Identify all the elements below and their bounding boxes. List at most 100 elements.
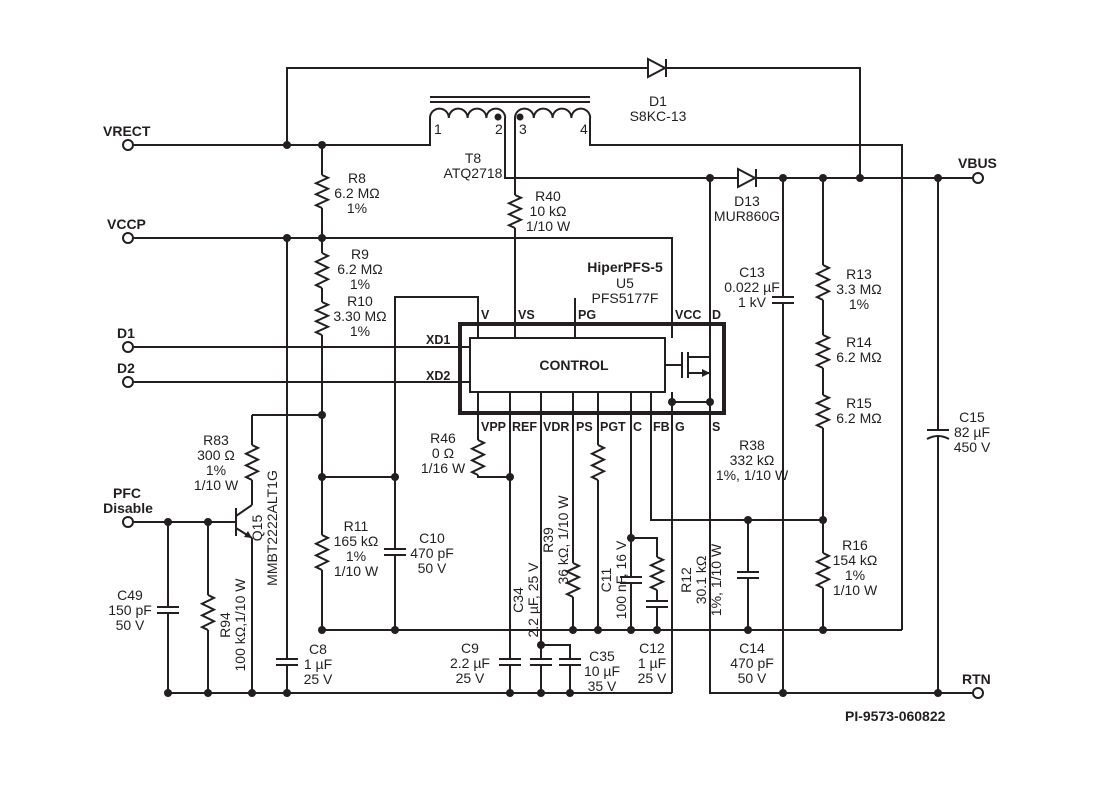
label-r46: 1/16 W [421,460,466,476]
label-line: 100 kΩ,1/10 W [232,578,248,672]
junction-dot [627,534,635,542]
wire [667,67,861,178]
label-c49: 150 pF [108,602,152,618]
resistor-r14 [814,334,832,369]
diode-d13 [737,167,758,189]
resistor-r9 [313,252,331,289]
label-line: R39 [540,527,556,553]
label-c10: 470 pF [410,545,454,561]
resistor-r15 [814,394,832,429]
resistor-r10 [313,301,331,336]
junction-dot [819,174,827,182]
resistor-r12 [648,556,666,591]
junction-dot [164,689,172,697]
capacitor-c34 [529,658,553,666]
junction-dot [391,473,399,481]
resistor-r94 [199,594,217,631]
wire [541,644,571,693]
label-c49: 50 V [116,617,145,633]
wire [631,537,658,630]
pin-s: S [712,420,720,434]
junction-dot [318,626,326,634]
pin-xd2: XD2 [426,369,450,383]
label-c8: 1 µF [304,656,332,672]
label-r14: 6.2 MΩ [836,349,881,365]
label-r38: 1%, 1/10 W [716,467,789,483]
label-r10: 3.30 MΩ [333,308,386,324]
label-c12: 1 µF [638,655,666,671]
terminal-circle[interactable] [972,172,984,184]
junction-dot [566,689,574,697]
polarity-dot [494,113,502,121]
pin-c: C [633,420,642,434]
junction-dot [819,626,827,634]
junction-dot [506,689,514,697]
label-c15: 450 V [954,439,991,455]
label-c14: C14 [739,640,765,656]
pin-vcc: VCC [675,308,701,322]
junction-dot [627,626,635,634]
label-c49: C49 [117,587,143,603]
wires [134,67,972,694]
terminal-circle[interactable] [122,376,134,388]
junction-dot [779,174,787,182]
label-r11: 1% [346,548,366,564]
terminal-circle[interactable] [122,341,134,353]
label-r83: R83 [203,432,229,448]
junction-dot [706,398,714,406]
label-r15: R15 [846,395,872,411]
label-r9: 1% [350,276,370,292]
terminal-circle[interactable] [122,232,134,244]
wire [134,237,673,324]
terminal-labels: VRECT VCCP D1 D2 PFC Disable VBUS RTN [103,123,997,687]
terminal-circle[interactable] [122,516,134,528]
resistor-r38 [589,444,607,481]
label-line: MMBT2222ALT1G [264,470,280,586]
label-c8: C8 [309,641,327,657]
capacitor-c12 [645,600,669,608]
primary-winding [429,107,507,119]
label-c15: C15 [959,409,985,425]
ic-control-block [469,337,666,393]
label-r10: R10 [347,293,373,309]
ic-package [458,322,726,415]
terminal-circle[interactable] [122,139,134,151]
label-line: R12 [678,567,694,593]
label-c15: 82 µF [954,424,990,440]
label-line: 1%, 1/10 W [708,543,724,616]
parts [122,57,984,699]
label-r16: 1% [845,567,865,583]
junction-dot [537,689,545,697]
junction-dot [283,689,291,697]
label-c9: C9 [461,640,479,656]
label-c35: 35 V [588,678,617,694]
capacitor-c9 [498,658,522,666]
capacitor-c13 [771,296,795,304]
terminal-vbus: VBUS [958,155,997,171]
junction-dot [856,174,864,182]
capacitor-c11 [619,576,643,584]
label-line: Q15 [249,515,265,542]
label-r15: 6.2 MΩ [836,410,881,426]
resistor-r83 [243,444,261,481]
label-r14: R14 [846,334,872,350]
secondary-winding [514,107,592,119]
capacitor-c14 [736,571,760,579]
label-c12: C12 [639,640,665,656]
pin-pg: PG [578,308,596,322]
wire [134,118,431,146]
transistor-q15 [235,504,253,539]
junction-dot [283,141,291,149]
junction-dot [594,626,602,634]
junction-dot [204,518,212,526]
pin-d: D [712,308,721,322]
wire [477,392,510,478]
junction-dot [537,641,545,649]
terminal-circle[interactable] [972,687,984,699]
label-line: C11 [598,567,614,592]
